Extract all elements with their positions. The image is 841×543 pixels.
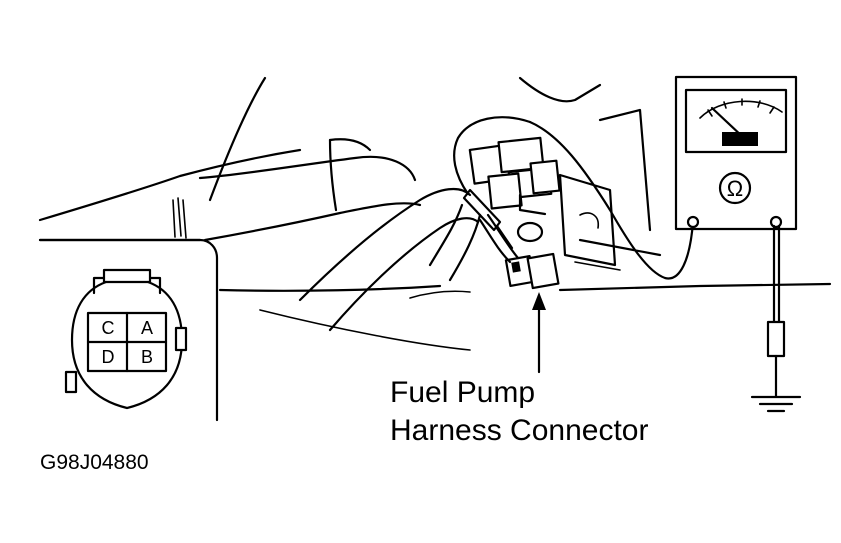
fuel-hose (172, 138, 482, 332)
pin-a-label: A (141, 318, 153, 338)
fuel-pump-harness-connector (478, 213, 560, 290)
ground-lead (766, 224, 786, 398)
ohmmeter-probe-positive (453, 116, 532, 250)
callout-line-2: Harness Connector (390, 414, 648, 447)
meter-terminal-right (769, 215, 783, 229)
pin-b-label: B (141, 347, 153, 367)
pin-c-label: C (102, 318, 115, 338)
callout-line-1: Fuel Pump (390, 376, 535, 409)
ground-symbol (750, 395, 802, 413)
meter-test-lead (528, 120, 695, 280)
ohm-symbol: Ω (727, 176, 743, 201)
engine-connector-cluster (468, 136, 561, 243)
figure-id: G98J04880 (40, 451, 149, 474)
callout-arrow (532, 292, 546, 374)
ohmmeter (674, 75, 798, 231)
vehicle-body-background (38, 76, 832, 351)
connector-face-inset (38, 238, 219, 422)
pin-d-label: D (102, 347, 115, 367)
meter-terminal-left (686, 215, 700, 229)
